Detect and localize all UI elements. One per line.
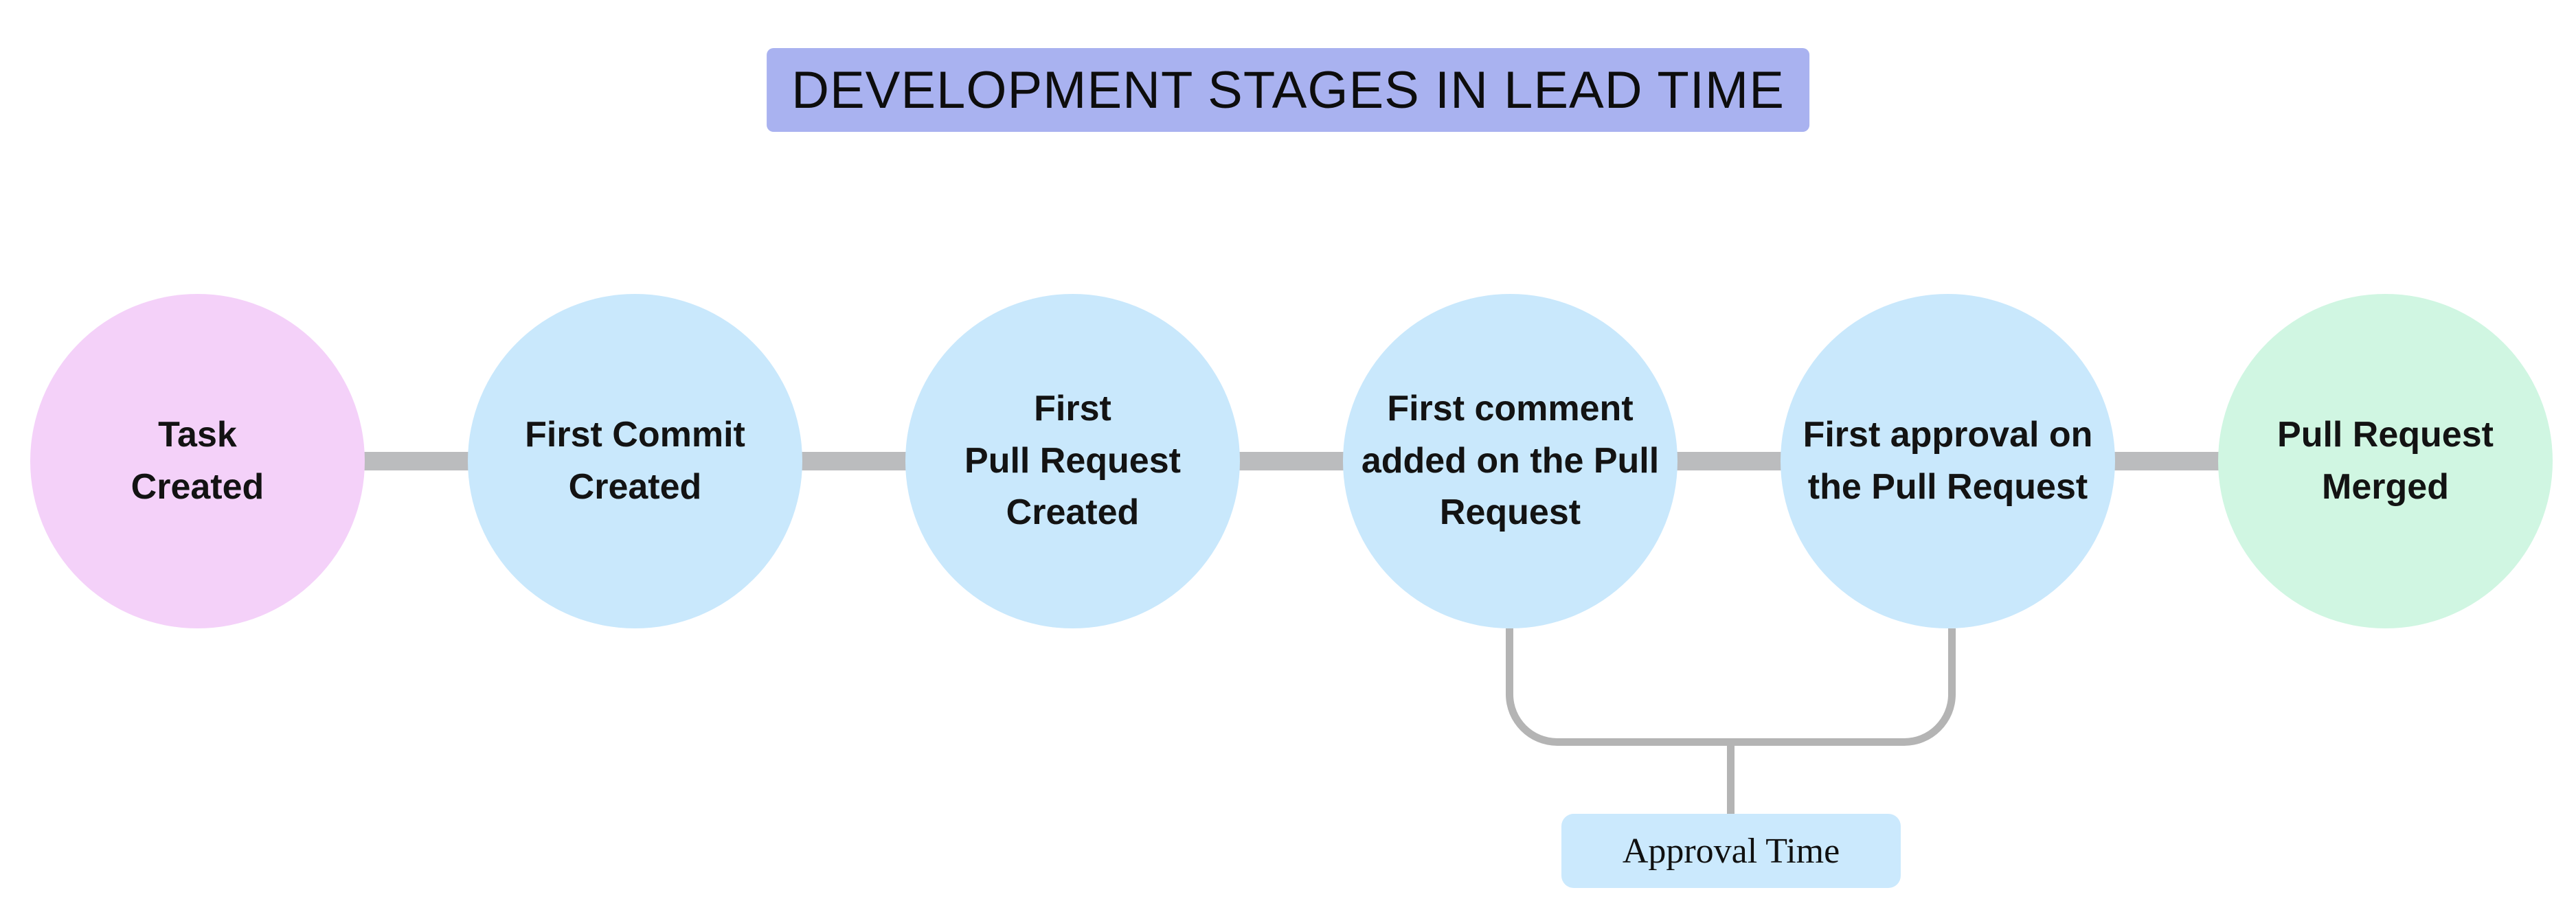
stage-label: First Commit Created xyxy=(525,415,745,507)
stage-label: First approval on the Pull Request xyxy=(1803,415,2093,507)
stage-circle-task-created: Task Created xyxy=(30,294,365,628)
stage-label: Pull Request Merged xyxy=(2277,415,2494,507)
approval-time-bracket-stem xyxy=(1727,744,1735,814)
stage-label: First Pull Request Created xyxy=(964,389,1181,533)
stage-circle-first-pull-request-created: First Pull Request Created xyxy=(905,294,1240,628)
stage-label: First comment added on the Pull Request xyxy=(1361,389,1660,533)
diagram-title-badge: DEVELOPMENT STAGES IN LEAD TIME xyxy=(767,48,1809,132)
diagram-title: DEVELOPMENT STAGES IN LEAD TIME xyxy=(791,60,1785,119)
stage-circle-first-commit-created: First Commit Created xyxy=(468,294,802,628)
approval-time-bracket xyxy=(1506,628,1956,746)
stage-circle-first-approval: First approval on the Pull Request xyxy=(1781,294,2115,628)
stage-circle-pull-request-merged: Pull Request Merged xyxy=(2218,294,2553,628)
approval-time-label-box: Approval Time xyxy=(1561,814,1901,888)
stage-circle-first-comment-added: First comment added on the Pull Request xyxy=(1343,294,1677,628)
stage-label: Task Created xyxy=(131,415,264,507)
approval-time-label: Approval Time xyxy=(1622,831,1840,871)
